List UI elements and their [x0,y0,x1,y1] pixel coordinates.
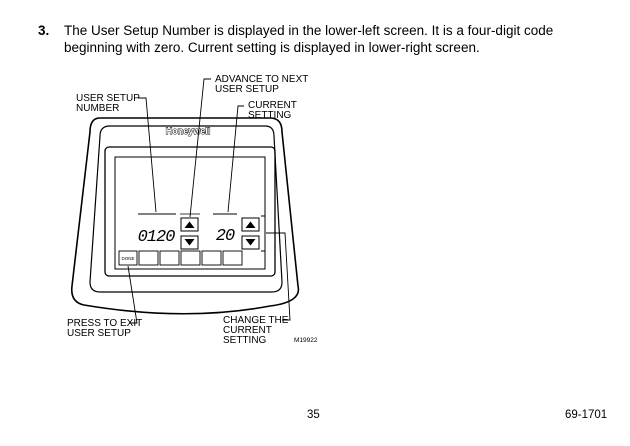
arrow-down-icon [245,239,256,246]
current-value-display: 20 [216,227,235,246]
blank-button-1[interactable] [138,250,159,266]
document-number: 69-1701 [565,409,608,421]
step-number: 3. [38,23,50,38]
screen-bezel [104,146,276,277]
callout-user-setup-number: USER SETUP NUMBER [76,93,143,114]
callout-press-to-exit: PRESS TO EXIT USER SETUP [67,318,145,339]
done-button[interactable] [118,250,138,266]
callout-advance: ADVANCE TO NEXT USER SETUP [215,74,311,95]
brand-logo: Honeywell [166,126,211,136]
blank-button-4[interactable] [201,250,222,266]
callout-current-setting: CURRENT SETTING [248,100,300,121]
blank-button-5[interactable] [222,250,243,266]
blank-button-3[interactable] [180,250,201,266]
thermostat-outer-housing [70,117,300,315]
arrow-up-icon [184,221,195,228]
arrow-down-icon [184,239,195,246]
change-bracket [261,215,266,252]
callout-leaders [127,78,291,324]
thermostat-inner-bezel [89,125,283,293]
callout-change-current: CHANGE THE CURRENT SETTING [223,315,291,346]
arrow-up-icon [245,221,256,228]
done-button-label: DONE [121,256,134,261]
step-text: The User Setup Number is displayed in th… [64,23,554,55]
setup-number-display: 0120 [138,228,176,247]
page-number: 35 [307,409,320,421]
blank-button-2[interactable] [159,250,180,266]
figure-id: M19922 [294,337,318,344]
